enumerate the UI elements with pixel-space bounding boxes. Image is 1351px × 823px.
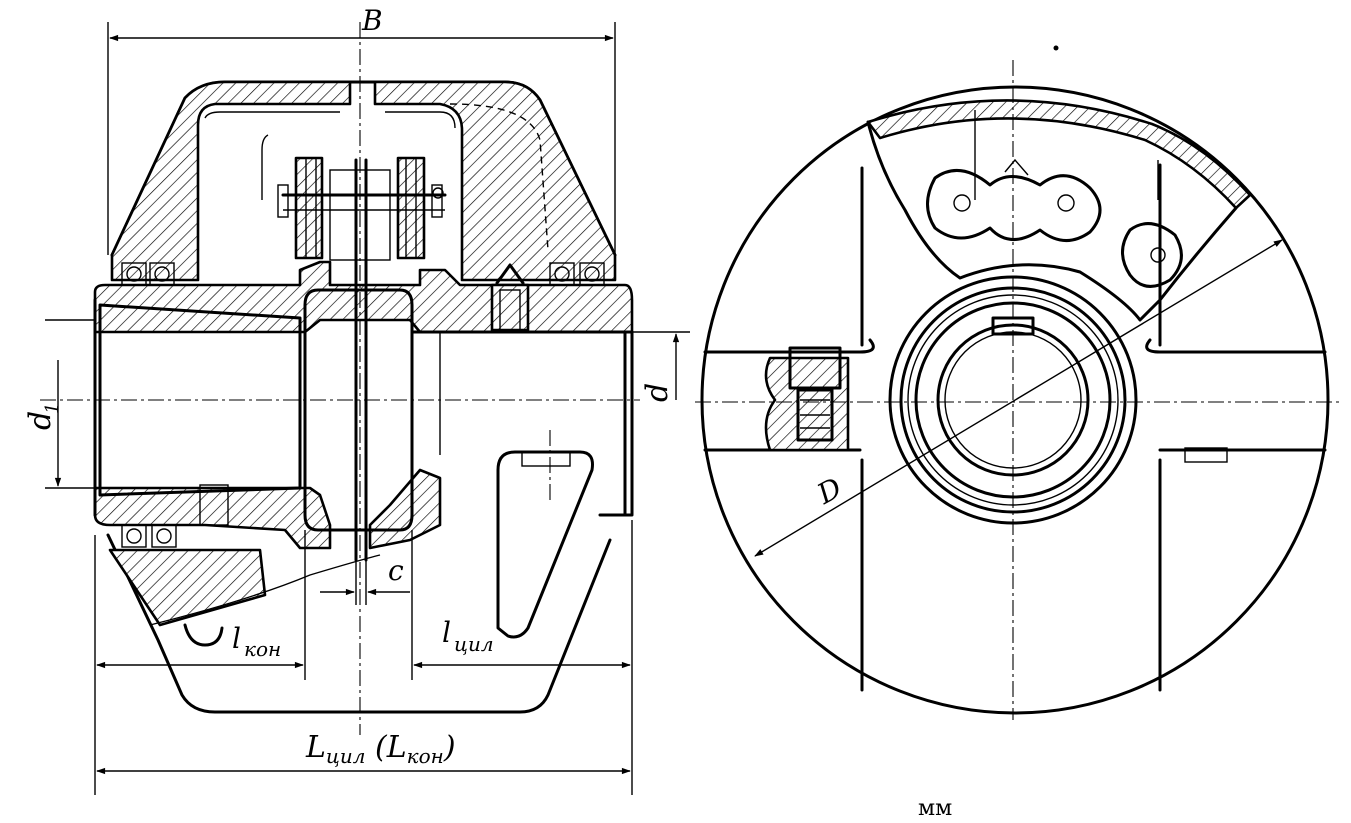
label-L-open: (L [366, 730, 407, 765]
label-l-cil-sub: цил [454, 632, 494, 656]
dim-D [754, 239, 1283, 557]
cover-right-wall [373, 80, 617, 282]
rim-hatched [866, 99, 1252, 210]
label-l-cil: l [442, 616, 451, 649]
label-l-kon-sub: кон [244, 637, 281, 661]
window-slot [496, 450, 594, 639]
label-D: D [811, 471, 847, 511]
label-l-kon: l [232, 622, 241, 655]
label-L-cil: цил [326, 744, 366, 768]
label-B: B [361, 4, 383, 37]
unit-label: мм [918, 796, 952, 821]
side-section-view: B d 1 d c l кон l цил Lцил (Lкон) [23, 4, 690, 795]
label-L-close: ) [443, 730, 456, 765]
sprocket-right [396, 156, 426, 260]
hub-bottom [93, 486, 332, 550]
label-d: d [640, 383, 675, 402]
front-end-view: D [695, 45, 1340, 720]
cover-lower-outline [106, 533, 612, 714]
label-d1: d [23, 411, 58, 430]
hub-bottom-right [368, 468, 442, 550]
cover-left-wall [110, 80, 352, 282]
outer-circle [700, 85, 1330, 715]
label-L-main: L [305, 730, 326, 765]
label-L-kon: кон [407, 744, 444, 768]
sprocket-left [294, 156, 324, 260]
label-L: Lцил (Lкон) [305, 730, 456, 768]
label-d1-sub: 1 [42, 403, 63, 414]
label-c: c [388, 554, 404, 587]
bolts [121, 262, 605, 548]
